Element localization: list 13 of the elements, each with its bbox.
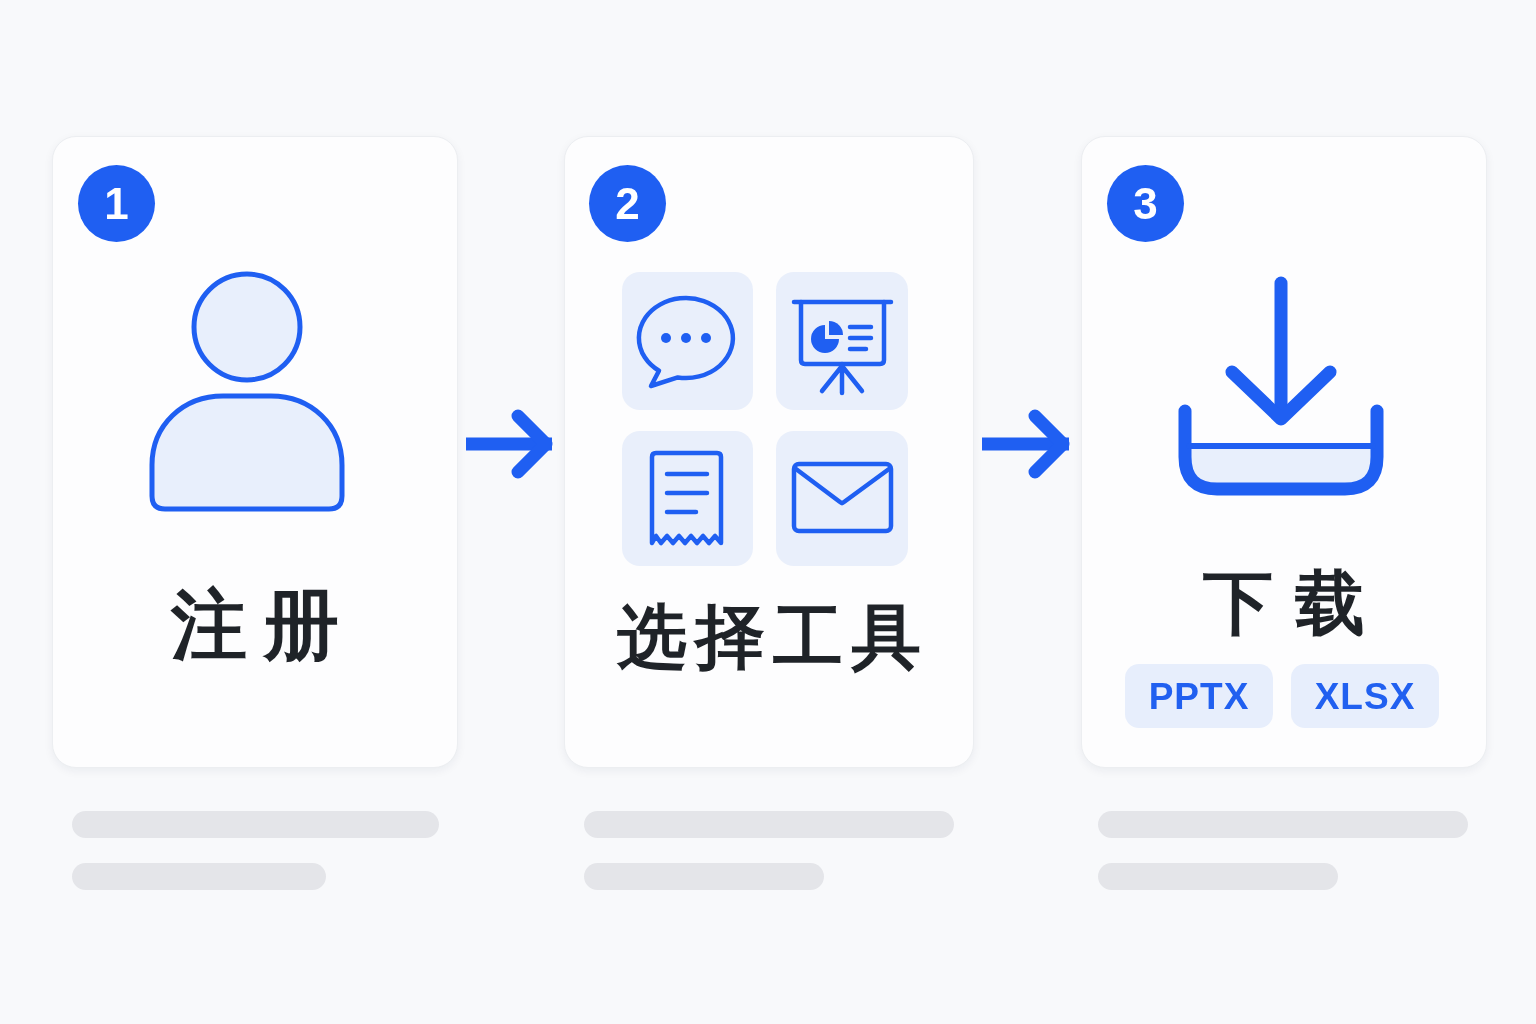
step-title: 选择工具 <box>616 599 929 676</box>
file-format-tag: XLSX <box>1291 664 1439 728</box>
step-card <box>564 136 974 768</box>
step-number: 2 <box>589 165 666 242</box>
step-title: 下载 <box>1202 565 1387 642</box>
step-card <box>1081 136 1487 768</box>
step-card <box>52 136 458 768</box>
arrow <box>466 409 553 479</box>
file-format-tag: PPTX <box>1125 664 1273 728</box>
step-title: 注册 <box>169 583 355 667</box>
step-number: 3 <box>1107 165 1184 242</box>
arrow <box>982 409 1070 479</box>
step-number: 1 <box>78 165 155 242</box>
